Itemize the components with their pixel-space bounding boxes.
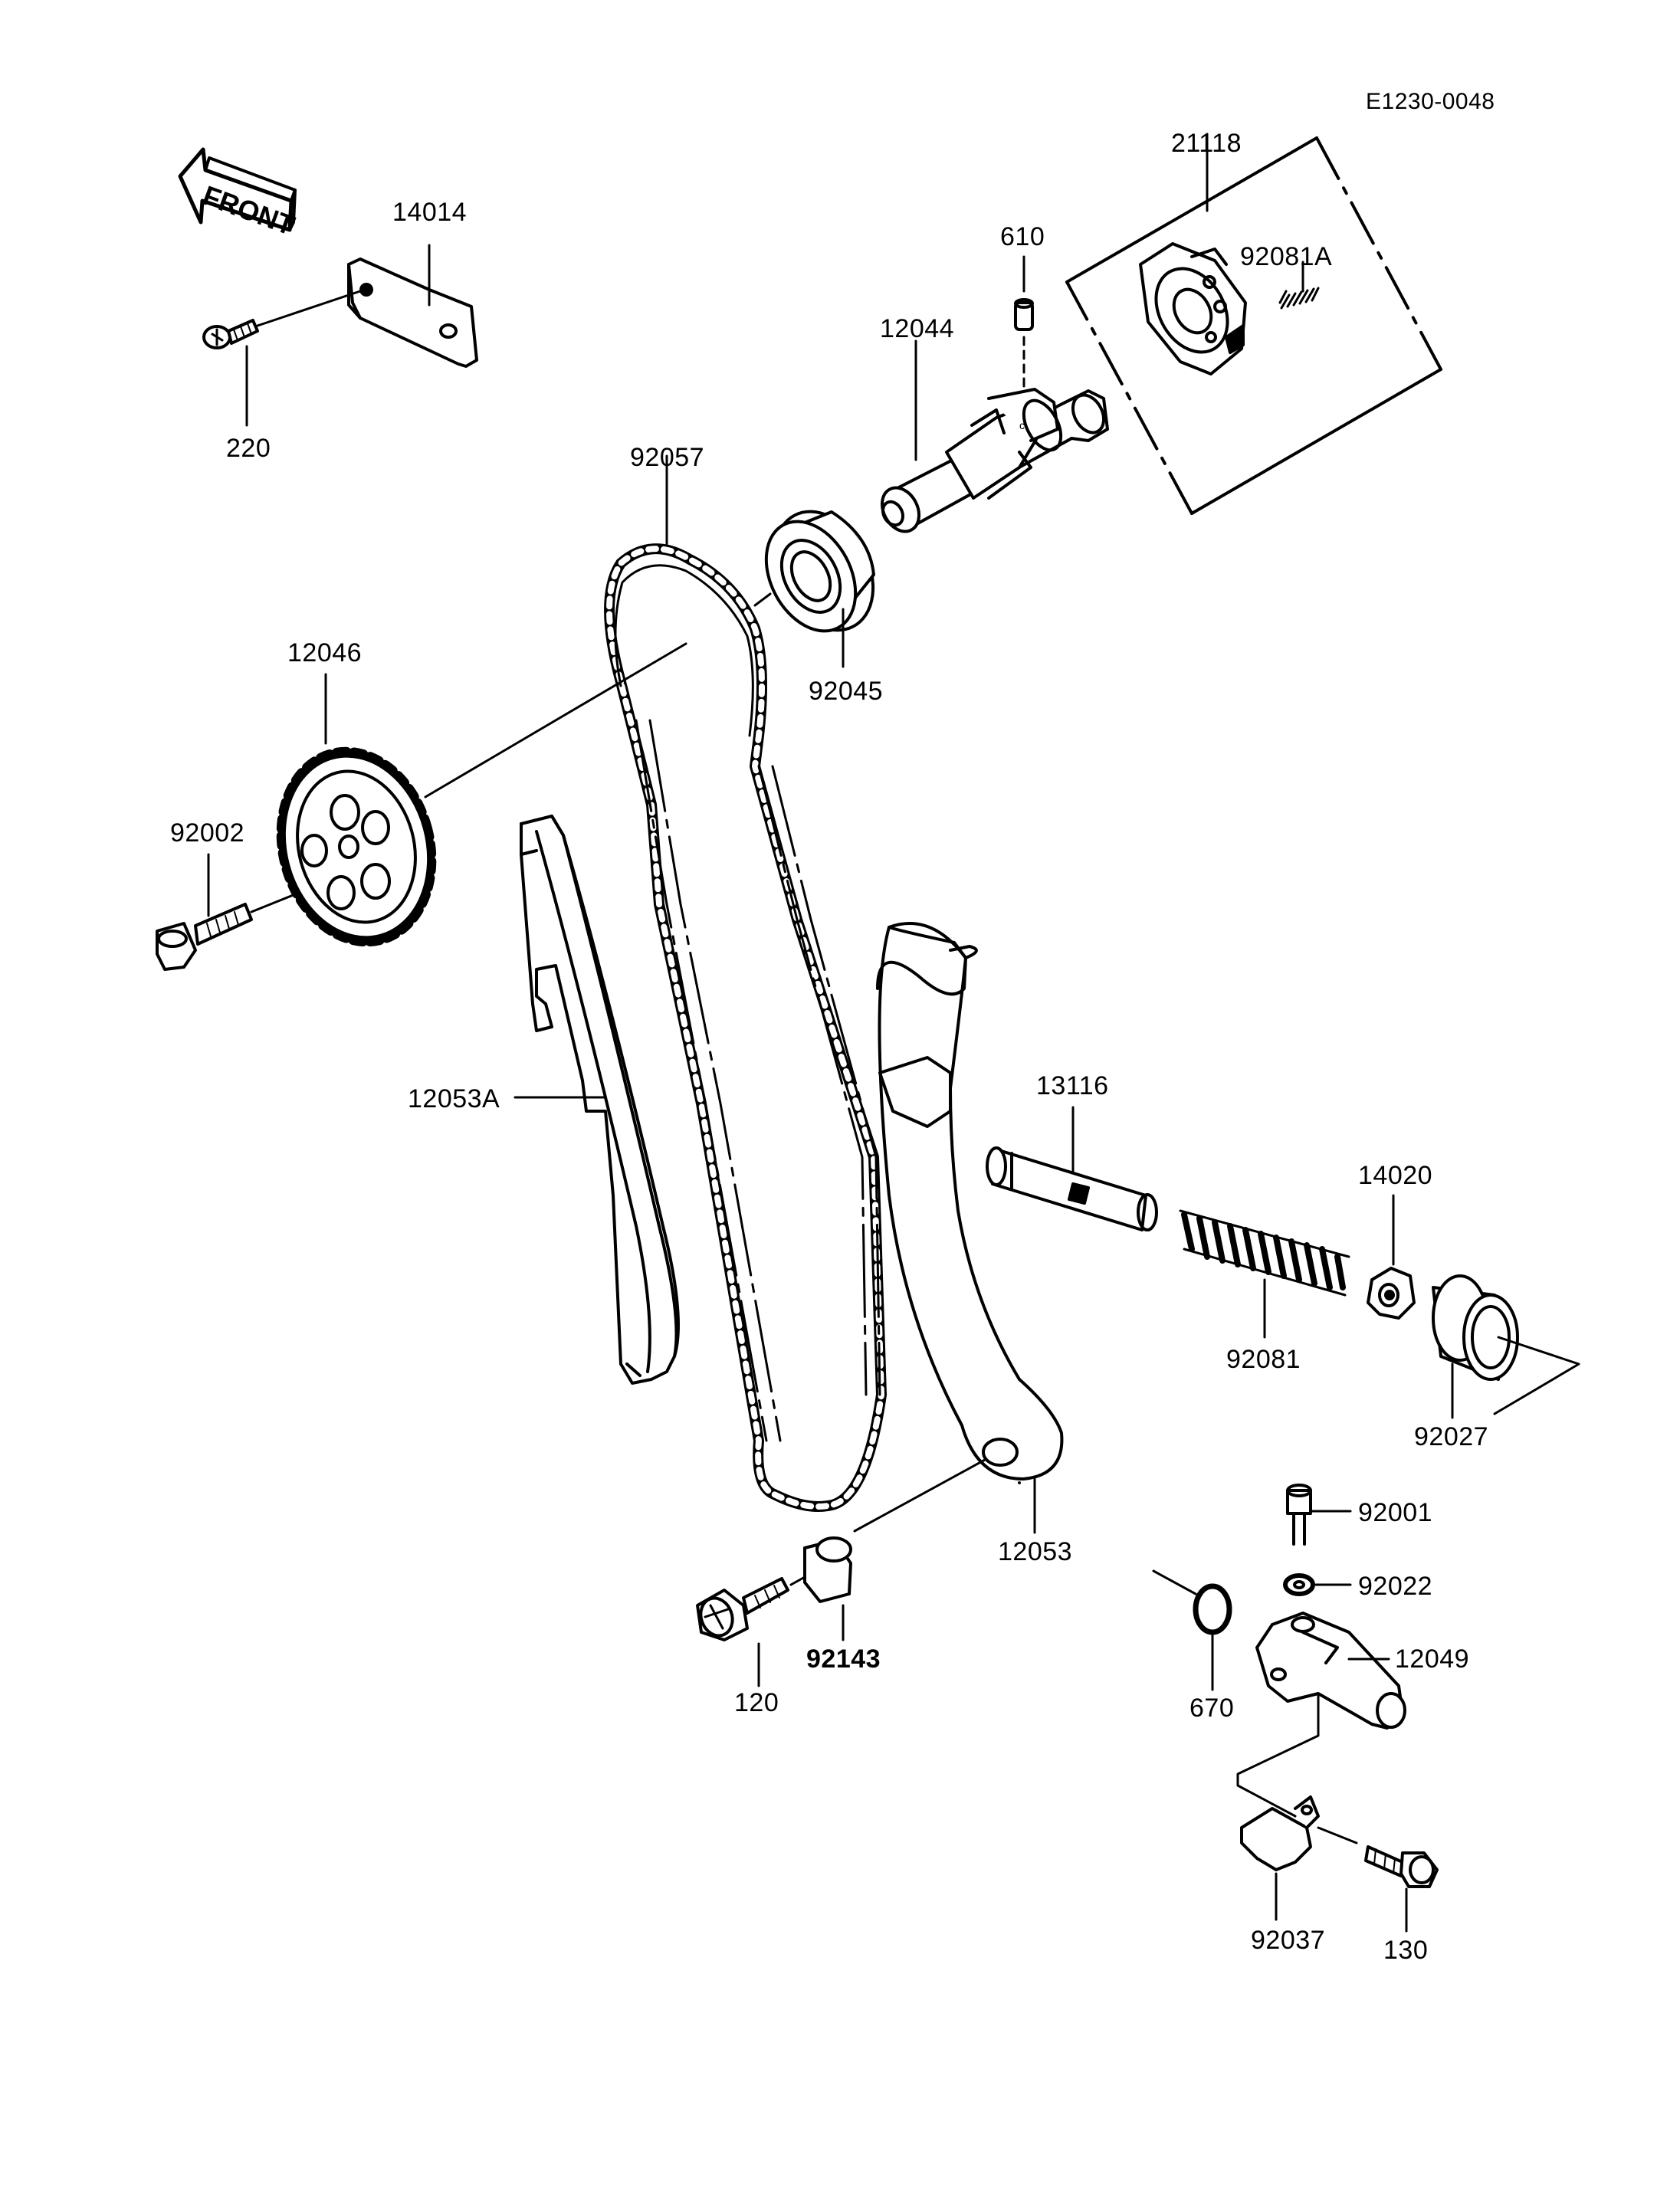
part-label-12044: 12044 — [880, 314, 955, 343]
oring-670 — [1152, 1569, 1232, 1691]
svg-text:c: c — [1019, 419, 1025, 431]
clamp-92037 — [1240, 1795, 1358, 1921]
part-label-130: 130 — [1383, 1936, 1429, 1965]
part-label-12053A: 12053A — [408, 1084, 500, 1113]
collar-92143 — [803, 1536, 852, 1641]
part-label-92022: 92022 — [1358, 1572, 1433, 1601]
sprocket-12046 — [276, 642, 687, 947]
front-arrow-icon: FRONT — [178, 147, 299, 241]
part-label-21118: 21118 — [1171, 129, 1242, 158]
rod-13116 — [986, 1106, 1158, 1231]
bolt-130 — [1364, 1845, 1439, 1933]
tensioner-body-12049 — [1236, 1612, 1406, 1818]
collar-92027 — [1432, 1274, 1580, 1419]
bolt-120 — [696, 1576, 806, 1687]
part-label-92081A: 92081A — [1240, 242, 1333, 271]
washer-92022 — [1283, 1573, 1352, 1596]
part-label-120: 120 — [734, 1688, 779, 1717]
box-21118 — [1065, 133, 1442, 515]
chain-92057 — [604, 454, 887, 1512]
part-label-92002: 92002 — [170, 818, 245, 848]
camshaft-12044: c — [881, 339, 1109, 533]
spring-92081 — [1179, 1209, 1350, 1339]
guide-12053A — [514, 815, 680, 1385]
part-label-12046: 12046 — [287, 638, 363, 667]
part-label-14020: 14020 — [1358, 1161, 1433, 1190]
diagram-id: E1230-0048 — [1366, 89, 1495, 114]
part-label-12049: 12049 — [1395, 1644, 1470, 1674]
nut-14020 — [1367, 1194, 1416, 1320]
part-label-92081: 92081 — [1226, 1345, 1301, 1374]
part-label-92045: 92045 — [809, 677, 884, 706]
part-label-14014: 14014 — [392, 198, 468, 227]
bolt-92002 — [156, 853, 300, 971]
part-label-670: 670 — [1189, 1694, 1235, 1723]
part-label-92037: 92037 — [1251, 1926, 1326, 1955]
part-label-610: 610 — [1000, 222, 1045, 251]
bracket-14014 — [347, 244, 478, 368]
screw-220 — [202, 290, 362, 427]
bearing-92045 — [753, 510, 875, 668]
part-label-13116: 13116 — [1036, 1071, 1109, 1100]
part-label-12053: 12053 — [998, 1537, 1073, 1566]
screw-92001 — [1286, 1484, 1352, 1546]
tensioner-arm-12053 — [853, 922, 1064, 1534]
pin-610 — [1014, 255, 1034, 400]
part-label-92027: 92027 — [1414, 1422, 1489, 1451]
part-label-92143: 92143 — [806, 1644, 881, 1674]
part-label-92001: 92001 — [1358, 1498, 1433, 1527]
part-label-220: 220 — [226, 434, 271, 463]
part-label-92057: 92057 — [630, 443, 705, 472]
